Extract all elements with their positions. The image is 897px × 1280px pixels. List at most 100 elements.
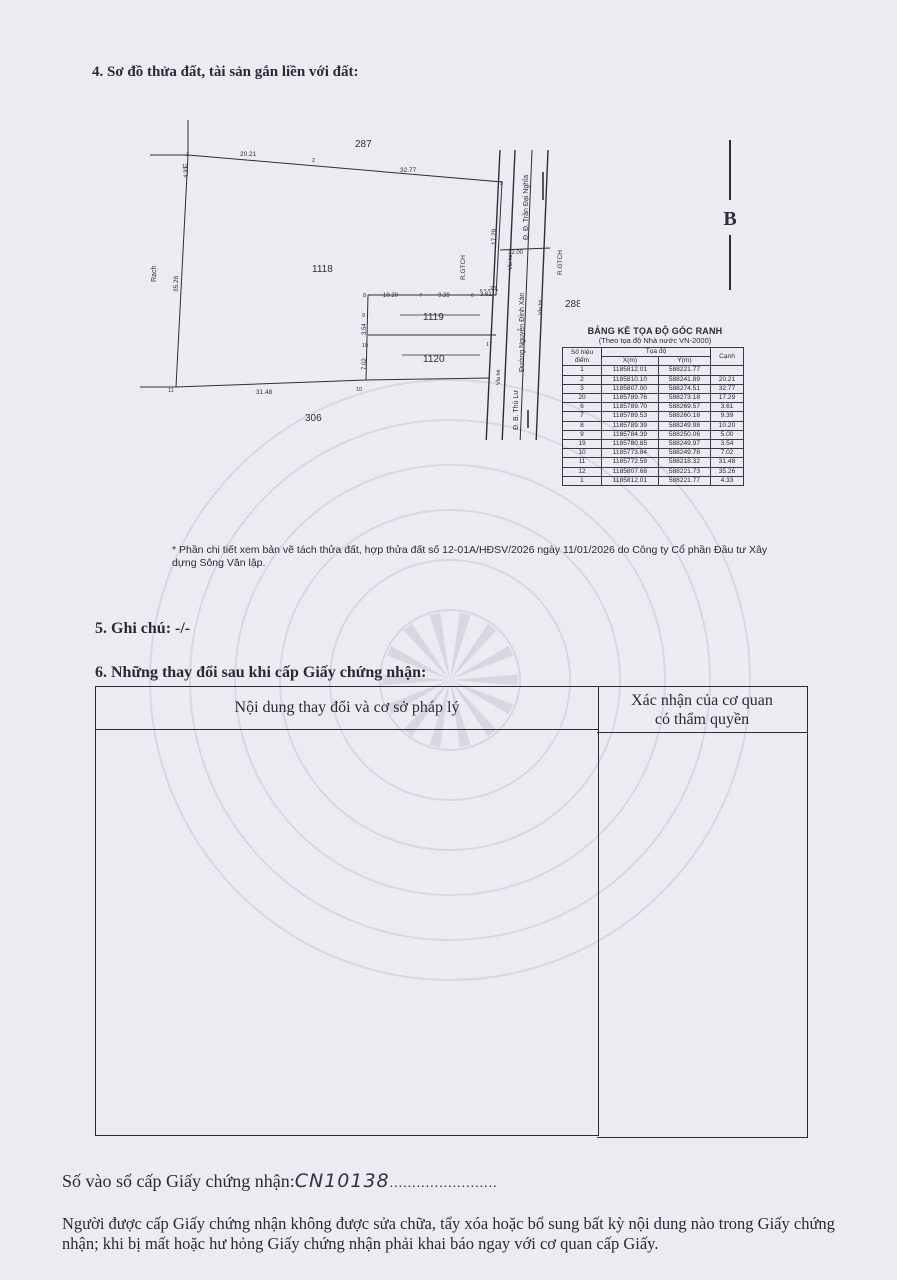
road-nguyen-dinh-xan-label: Đường Nguyễn Đình Xán <box>517 293 526 372</box>
point-2: 2 <box>312 158 315 164</box>
coordinate-cell-point: 20 <box>562 393 602 404</box>
road-tran-dai-nghia-label: Đ. Đ. Trần Đại Nghĩa <box>521 175 530 240</box>
coordinate-cell-point: 12 <box>562 466 602 477</box>
edge-6-7: 9.39 <box>438 293 450 299</box>
watermark-ray <box>450 674 518 686</box>
registration-label: Số vào sổ cấp Giấy chứng nhận: <box>62 1171 295 1191</box>
coordinate-cell-point: 11 <box>562 457 602 468</box>
coordinate-cell-point: 9 <box>562 429 602 441</box>
coordinate-cell-edge: 7.02 <box>710 448 744 459</box>
watermark-ray <box>450 645 514 680</box>
coordinate-cell-y: 588274.51 <box>657 383 712 395</box>
point-11: 11 <box>168 388 174 394</box>
coordinate-cell-y: 588221.77 <box>657 475 712 487</box>
coordinate-cell-edge: 20.21 <box>710 374 744 385</box>
parcel-287-label: 287 <box>355 139 372 150</box>
coordinate-cell-edge: 5.00 <box>710 429 744 441</box>
authority-header-line2: có thẩm quyền <box>654 711 750 728</box>
changes-content-column: Nội dung thay đổi và cơ sở pháp lý <box>95 686 599 1136</box>
coordinate-cell-edge: 3.54 <box>710 439 744 450</box>
road-width-label: 12.00 <box>508 250 524 256</box>
watermark-ray <box>450 680 497 737</box>
via-he-label-1: Vỉa hè <box>495 369 502 385</box>
coordinate-cell-edge: 10.20 <box>710 420 744 431</box>
authority-header-line1: Xác nhận của cơ quan <box>631 692 773 709</box>
coordinate-cell-point: 1 <box>562 475 602 487</box>
watermark-ray <box>386 680 450 715</box>
coordinate-cell-x: 1185789.53 <box>601 411 659 422</box>
point-1: 1 <box>186 152 189 158</box>
edge-2-3: 32.77 <box>400 167 417 174</box>
changes-content-header: Nội dung thay đổi và cơ sở pháp lý <box>96 687 598 730</box>
north-label: B <box>723 208 736 230</box>
watermark-ray <box>429 612 450 680</box>
coordinate-cell-y: 588249.97 <box>657 439 712 450</box>
coordinate-cell-point: 19 <box>562 439 602 450</box>
edge-3-20: 17.29 <box>491 228 498 245</box>
watermark-ray <box>450 680 514 715</box>
coordinate-cell-x: 1185780.85 <box>601 439 659 450</box>
parcel-1120-label: 1120 <box>423 354 445 365</box>
col-edge-header: Cạnh <box>710 346 744 367</box>
col-point-header: Số hiệu điểm <box>562 346 602 367</box>
coordinate-cell-y: 588273.18 <box>657 393 712 404</box>
via-he-label-3: Vỉa hè <box>507 254 514 270</box>
coordinate-cell-edge: 31.48 <box>710 457 744 468</box>
coordinate-cell-point: 8 <box>562 420 602 431</box>
land-plot-diagram: 287 1118 1119 1120 306 288 Rạch 20.21 32… <box>140 120 580 440</box>
edge-1-2: 20.21 <box>240 151 257 158</box>
road-thu-lu-label: Đ. B. Thủ Lư <box>512 390 520 430</box>
coordinate-cell-point: 3 <box>562 383 602 395</box>
coordinate-cell-edge <box>710 365 744 376</box>
edge-12-1: 4.33 <box>184 166 190 178</box>
edge-19-10: 7.02 <box>362 358 368 370</box>
edge-7-8: 10.20 <box>383 293 399 299</box>
coordinate-cell-y: 588260.18 <box>657 411 712 422</box>
point-8: 8 <box>363 293 366 299</box>
coordinate-table-block: BẢNG KÊ TỌA ĐỘ GÓC RANH (Theo tọa độ Nhà… <box>562 326 748 487</box>
parcel-1118-boundary <box>175 154 503 388</box>
point-9: 9 <box>362 313 365 319</box>
parcel-1118-label: 1118 <box>312 264 333 275</box>
coordinate-cell-x: 1185772.59 <box>601 457 659 468</box>
point-12: 12 <box>182 164 188 170</box>
coordinate-cell-edge: 17.29 <box>710 393 744 404</box>
plot-footnote: * Phần chi tiết xem bản vẽ tách thửa đất… <box>172 544 768 569</box>
parcel-288-label: 288 <box>565 299 580 310</box>
col-coord-header: Tọa độ <box>601 346 711 358</box>
edge-9-19: 3.54 <box>362 323 368 335</box>
coordinate-cell-x: 1185807.00 <box>601 383 659 395</box>
watermark-ray <box>386 645 450 680</box>
coordinate-cell-x: 1185812.01 <box>601 475 659 487</box>
coordinate-cell-edge: 35.26 <box>710 466 744 477</box>
coordinate-cell-edge: 9.39 <box>710 411 744 422</box>
watermark-ray <box>450 612 471 680</box>
edge-20-6: 3.61 <box>480 292 492 298</box>
coordinate-cell-point: 1 <box>562 365 602 376</box>
registration-line: Số vào sổ cấp Giấy chứng nhận:CN10138...… <box>62 1170 498 1192</box>
edge-10-11: 31.48 <box>256 389 273 396</box>
coordinate-cell-y: 588221.73 <box>657 466 712 477</box>
coordinate-table-subtitle: (Theo tọa độ Nhà nước VN-2000) <box>598 336 712 345</box>
point-17: 17 <box>486 342 492 348</box>
lgtch-left-label: R.GTCH <box>460 255 467 280</box>
coordinate-cell-edge: 4.33 <box>710 475 744 487</box>
rach-label: Rạch <box>151 266 158 282</box>
watermark-ray <box>382 674 450 686</box>
coordinate-cell-x: 1185810.10 <box>601 374 659 385</box>
point-7: 7 <box>419 293 422 299</box>
col-y-header: Y(m) <box>657 356 712 367</box>
